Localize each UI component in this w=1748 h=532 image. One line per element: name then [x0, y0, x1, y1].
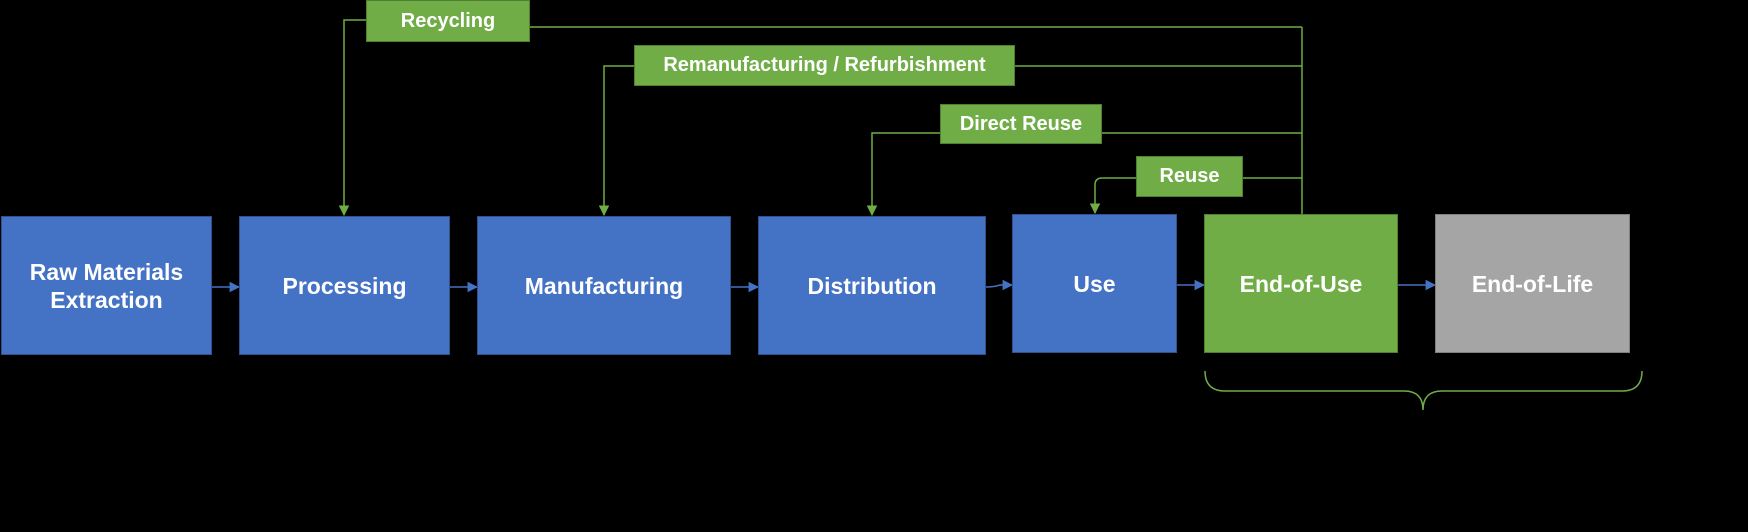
stage-processing: Processing — [239, 216, 450, 355]
stage-label: Processing — [282, 272, 407, 299]
stage-label: Distribution — [807, 272, 937, 299]
direct-reuse-loop-arrow — [866, 132, 940, 217]
loop-label-direct-reuse: Direct Reuse — [940, 104, 1102, 144]
stage-end-of-life: End-of-Life — [1435, 214, 1630, 353]
stage-label: End-of-Use — [1239, 270, 1363, 297]
stage-label: Manufacturing — [524, 272, 684, 299]
stage-manufacturing: Manufacturing — [477, 216, 731, 355]
stage-distribution: Distribution — [758, 216, 986, 355]
loop-label-text: Recycling — [400, 9, 496, 32]
stage-use: Use — [1012, 214, 1177, 353]
remanufacturing-loop-arrow — [598, 65, 634, 217]
stage-label: Use — [1073, 270, 1116, 297]
stage-label: End-of-Life — [1471, 270, 1594, 297]
stage-end-of-use: End-of-Use — [1204, 214, 1398, 353]
recycling-loop-arrow — [338, 19, 366, 217]
loop-label-text: Reuse — [1159, 165, 1220, 187]
loop-label-recycling: Recycling — [366, 0, 530, 42]
reuse-loop-arrow — [1089, 177, 1136, 215]
loop-label-text: Remanufacturing / Refurbishment — [663, 54, 986, 76]
loop-label-reuse: Reuse — [1136, 156, 1243, 197]
stage-raw-materials-extraction: Raw Materials Extraction — [1, 216, 212, 355]
stage-label: Raw Materials Extraction — [29, 258, 184, 313]
grouping-brace — [1204, 370, 1643, 411]
loop-label-text: Direct Reuse — [959, 112, 1083, 135]
flow-arrow-distribution-to-use — [985, 279, 1014, 291]
loop-label-remanufacturing-refurbishment: Remanufacturing / Refurbishment — [634, 45, 1015, 86]
